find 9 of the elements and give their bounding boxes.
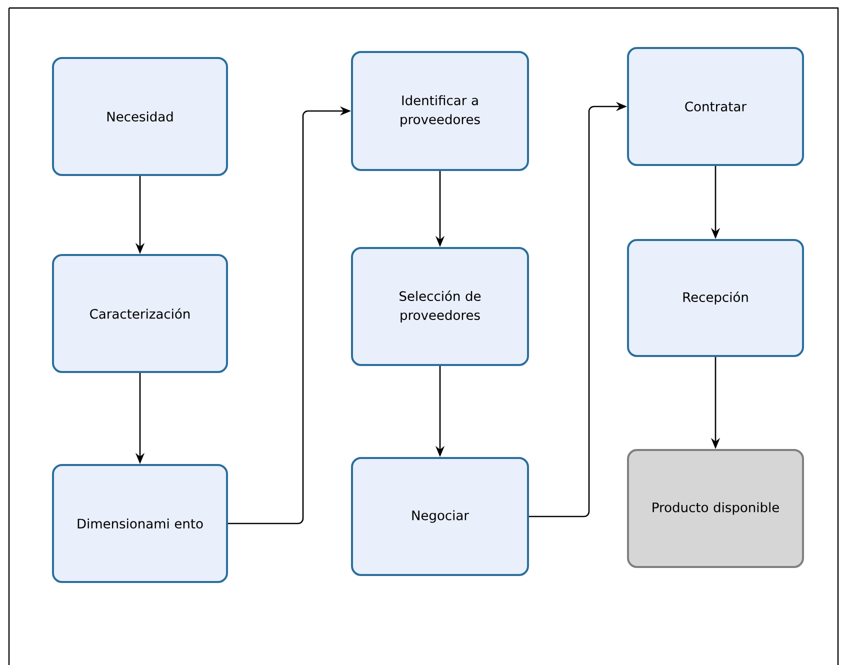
process-box: Selección de proveedores	[351, 247, 529, 366]
end-box: Producto disponible	[627, 449, 804, 568]
process-box: Caracterización	[52, 254, 228, 373]
process-box: Dimensionami ento	[52, 464, 228, 583]
process-box: Contratar	[627, 47, 804, 166]
process-box: Necesidad	[52, 57, 228, 176]
process-box: Negociar	[351, 457, 529, 576]
process-box: Identificar a proveedores	[351, 51, 529, 171]
process-box: Recepción	[627, 239, 804, 357]
